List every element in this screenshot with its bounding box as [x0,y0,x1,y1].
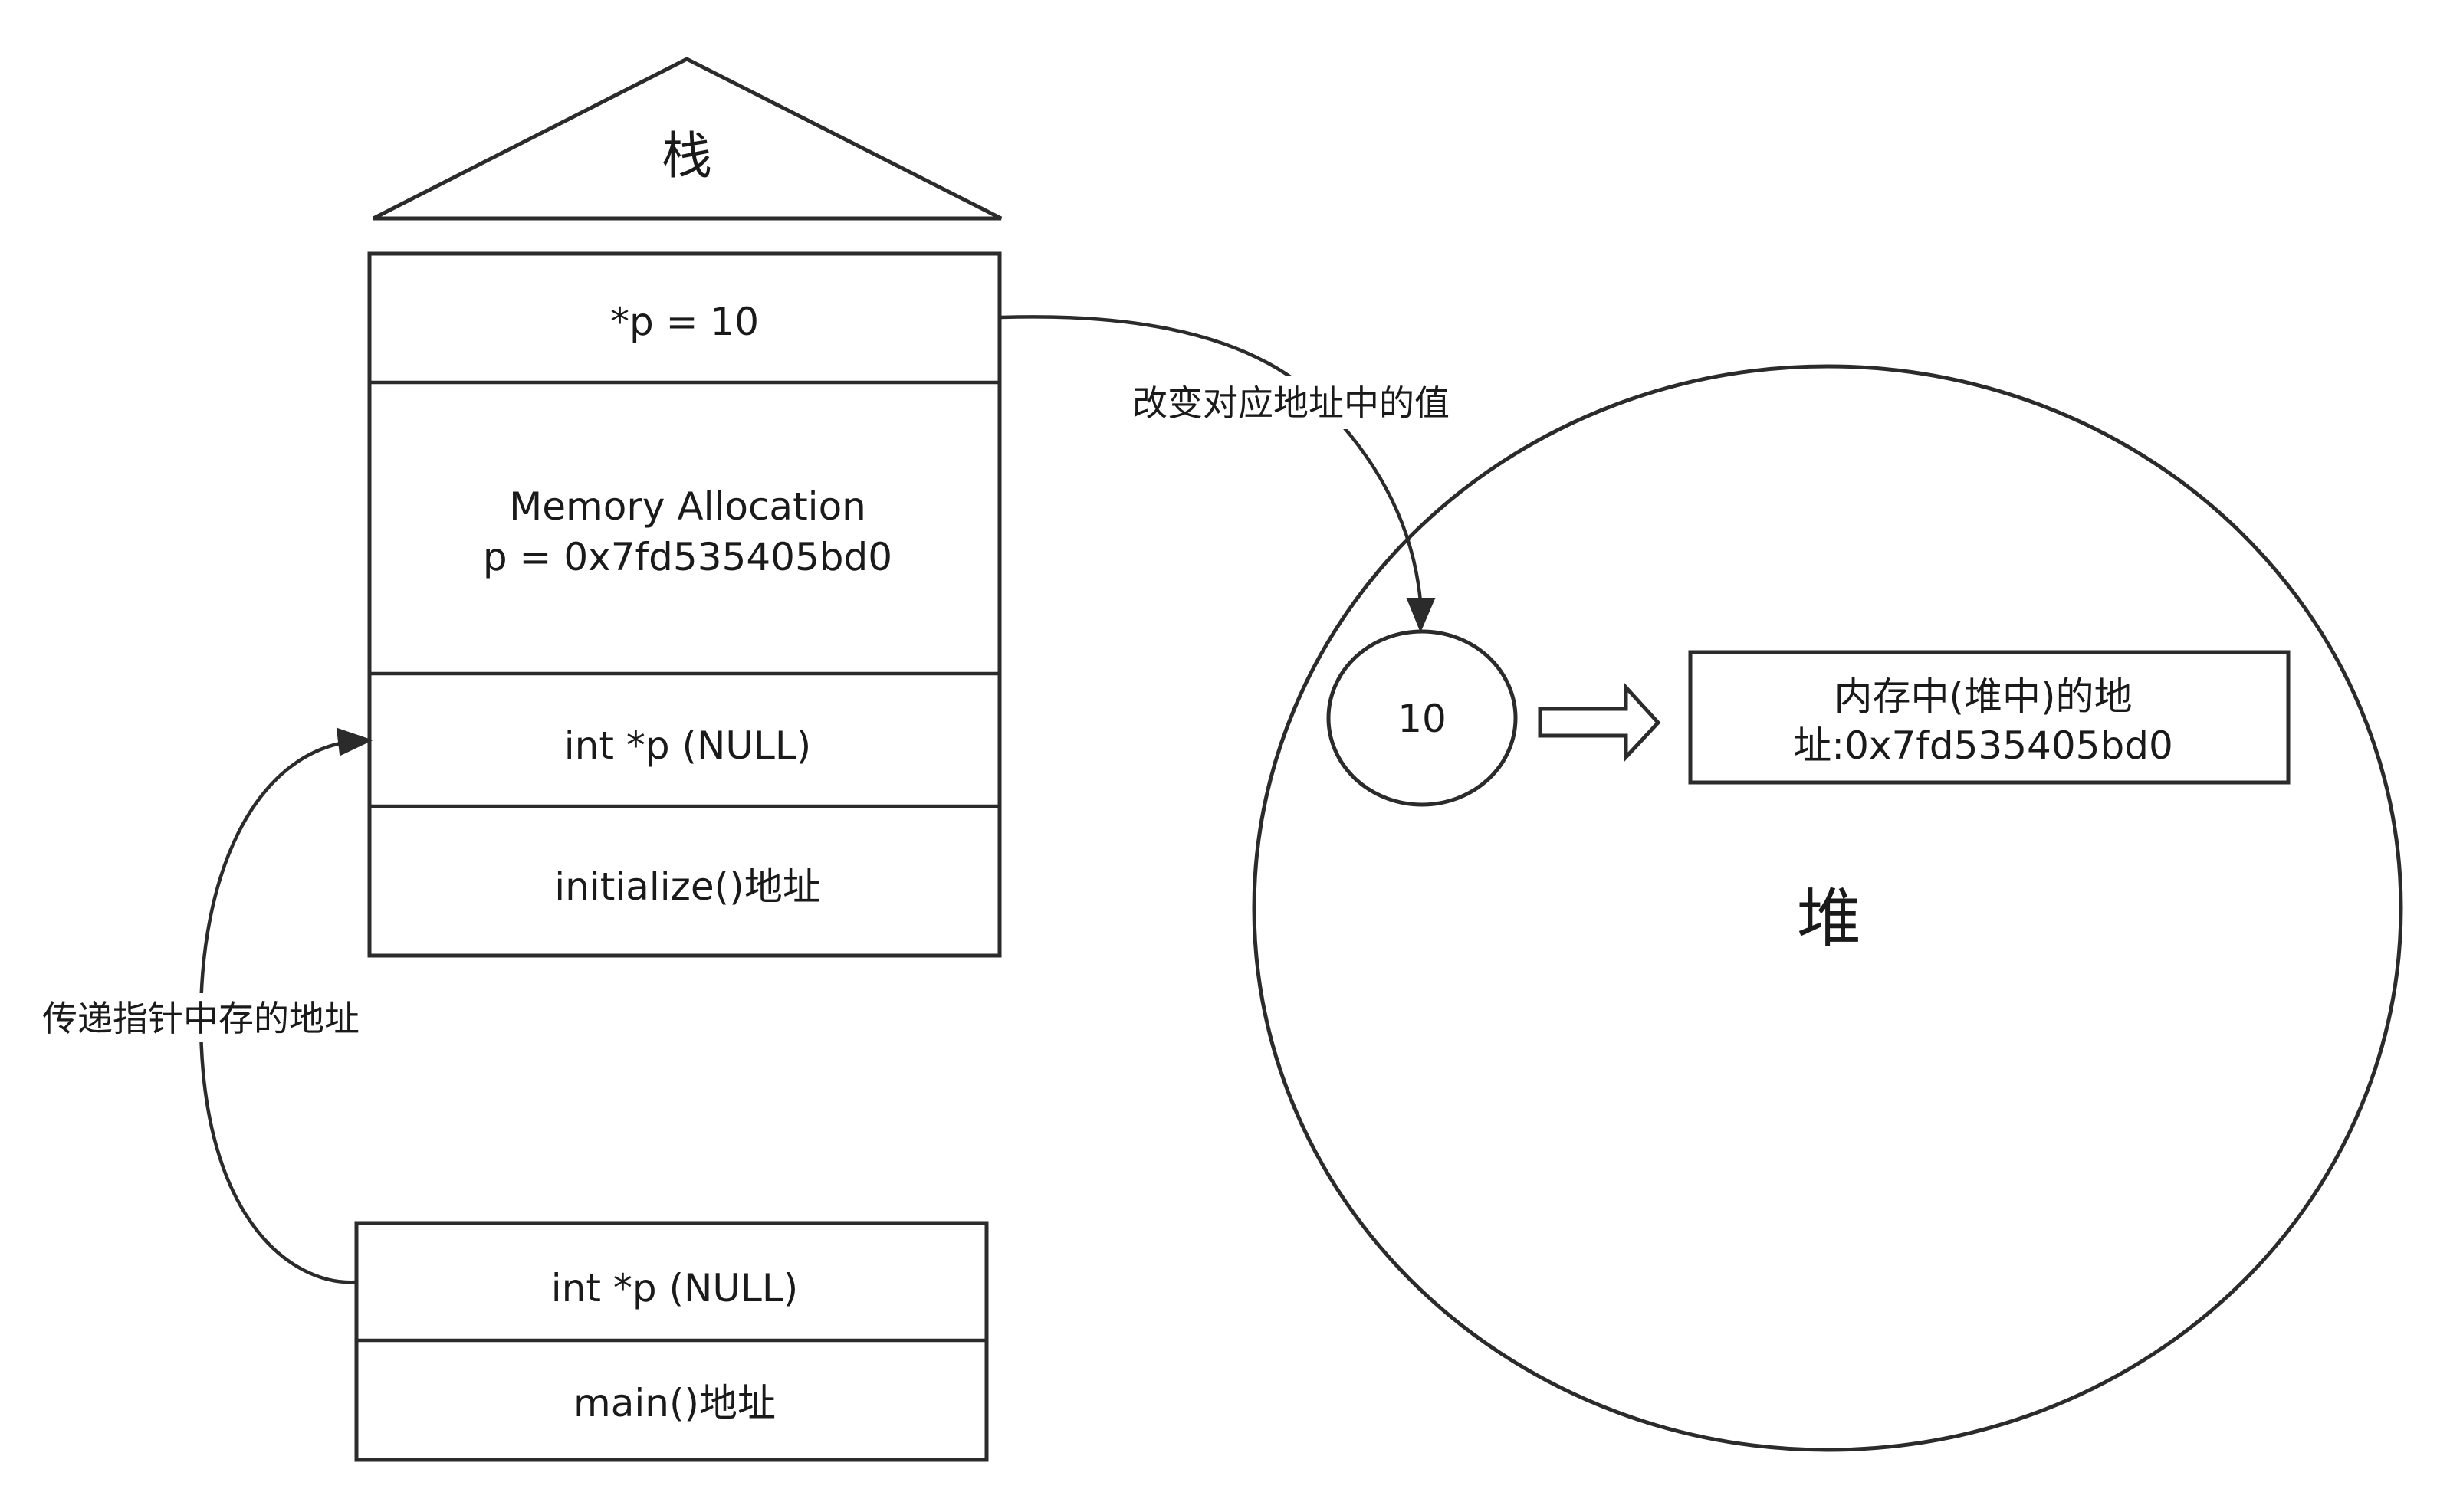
heap-address-box [1688,650,2291,785]
heap-address-line-2: 址:0x7fd535405bd0 [1793,723,2173,768]
heap-value-circle [1326,629,1518,807]
heap: 堆 10 内存中(堆中)的地 址:0x7fd535405bd0 [1252,364,2403,1452]
main-cell-pointer-null: int *p (NULL) [551,1266,798,1310]
main-cell-main-address: main()地址 [573,1381,776,1425]
change-value-arrow-line [1000,315,1423,602]
heap-label: 堆 [1797,881,1861,956]
pass-pointer-arrowhead [336,727,373,756]
pass-pointer-label: 传递指针中存的地址 [42,998,360,1039]
heap-ellipse [1252,364,2403,1452]
stack-outline [367,251,1002,958]
stack-cell-deref-assign: *p = 10 [610,300,759,344]
stack-cell-pointer-address: p = 0x7fd535405bd0 [483,535,892,579]
stack-title: 栈 [662,126,712,185]
main-frame: int *p (NULL) main()地址 [354,1221,989,1462]
pass-pointer-label-bg [34,993,368,1042]
stack-cell-initialize-address: initialize()地址 [554,864,820,909]
heap-value: 10 [1397,697,1447,741]
stack-roof-triangle [372,57,1003,221]
stack: 栈 *p = 10 Memory Allocation p = 0x7fd535… [367,57,1003,958]
stack-cell-memory-allocation: Memory Allocation [509,484,866,529]
heap-address-line-1: 内存中(堆中)的地 [1834,674,2132,719]
change-value-label: 改变对应地址中的值 [1132,382,1450,424]
change-value-label-bg [1099,376,1483,429]
stack-cell-pointer-null: int *p (NULL) [564,723,811,768]
change-value-arrowhead [1406,598,1436,633]
hollow-arrow-icon [1538,682,1661,763]
change-value-arrow: 改变对应地址中的值 [1000,315,1483,633]
pass-pointer-arrow: 传递指针中存的地址 [34,727,373,1284]
